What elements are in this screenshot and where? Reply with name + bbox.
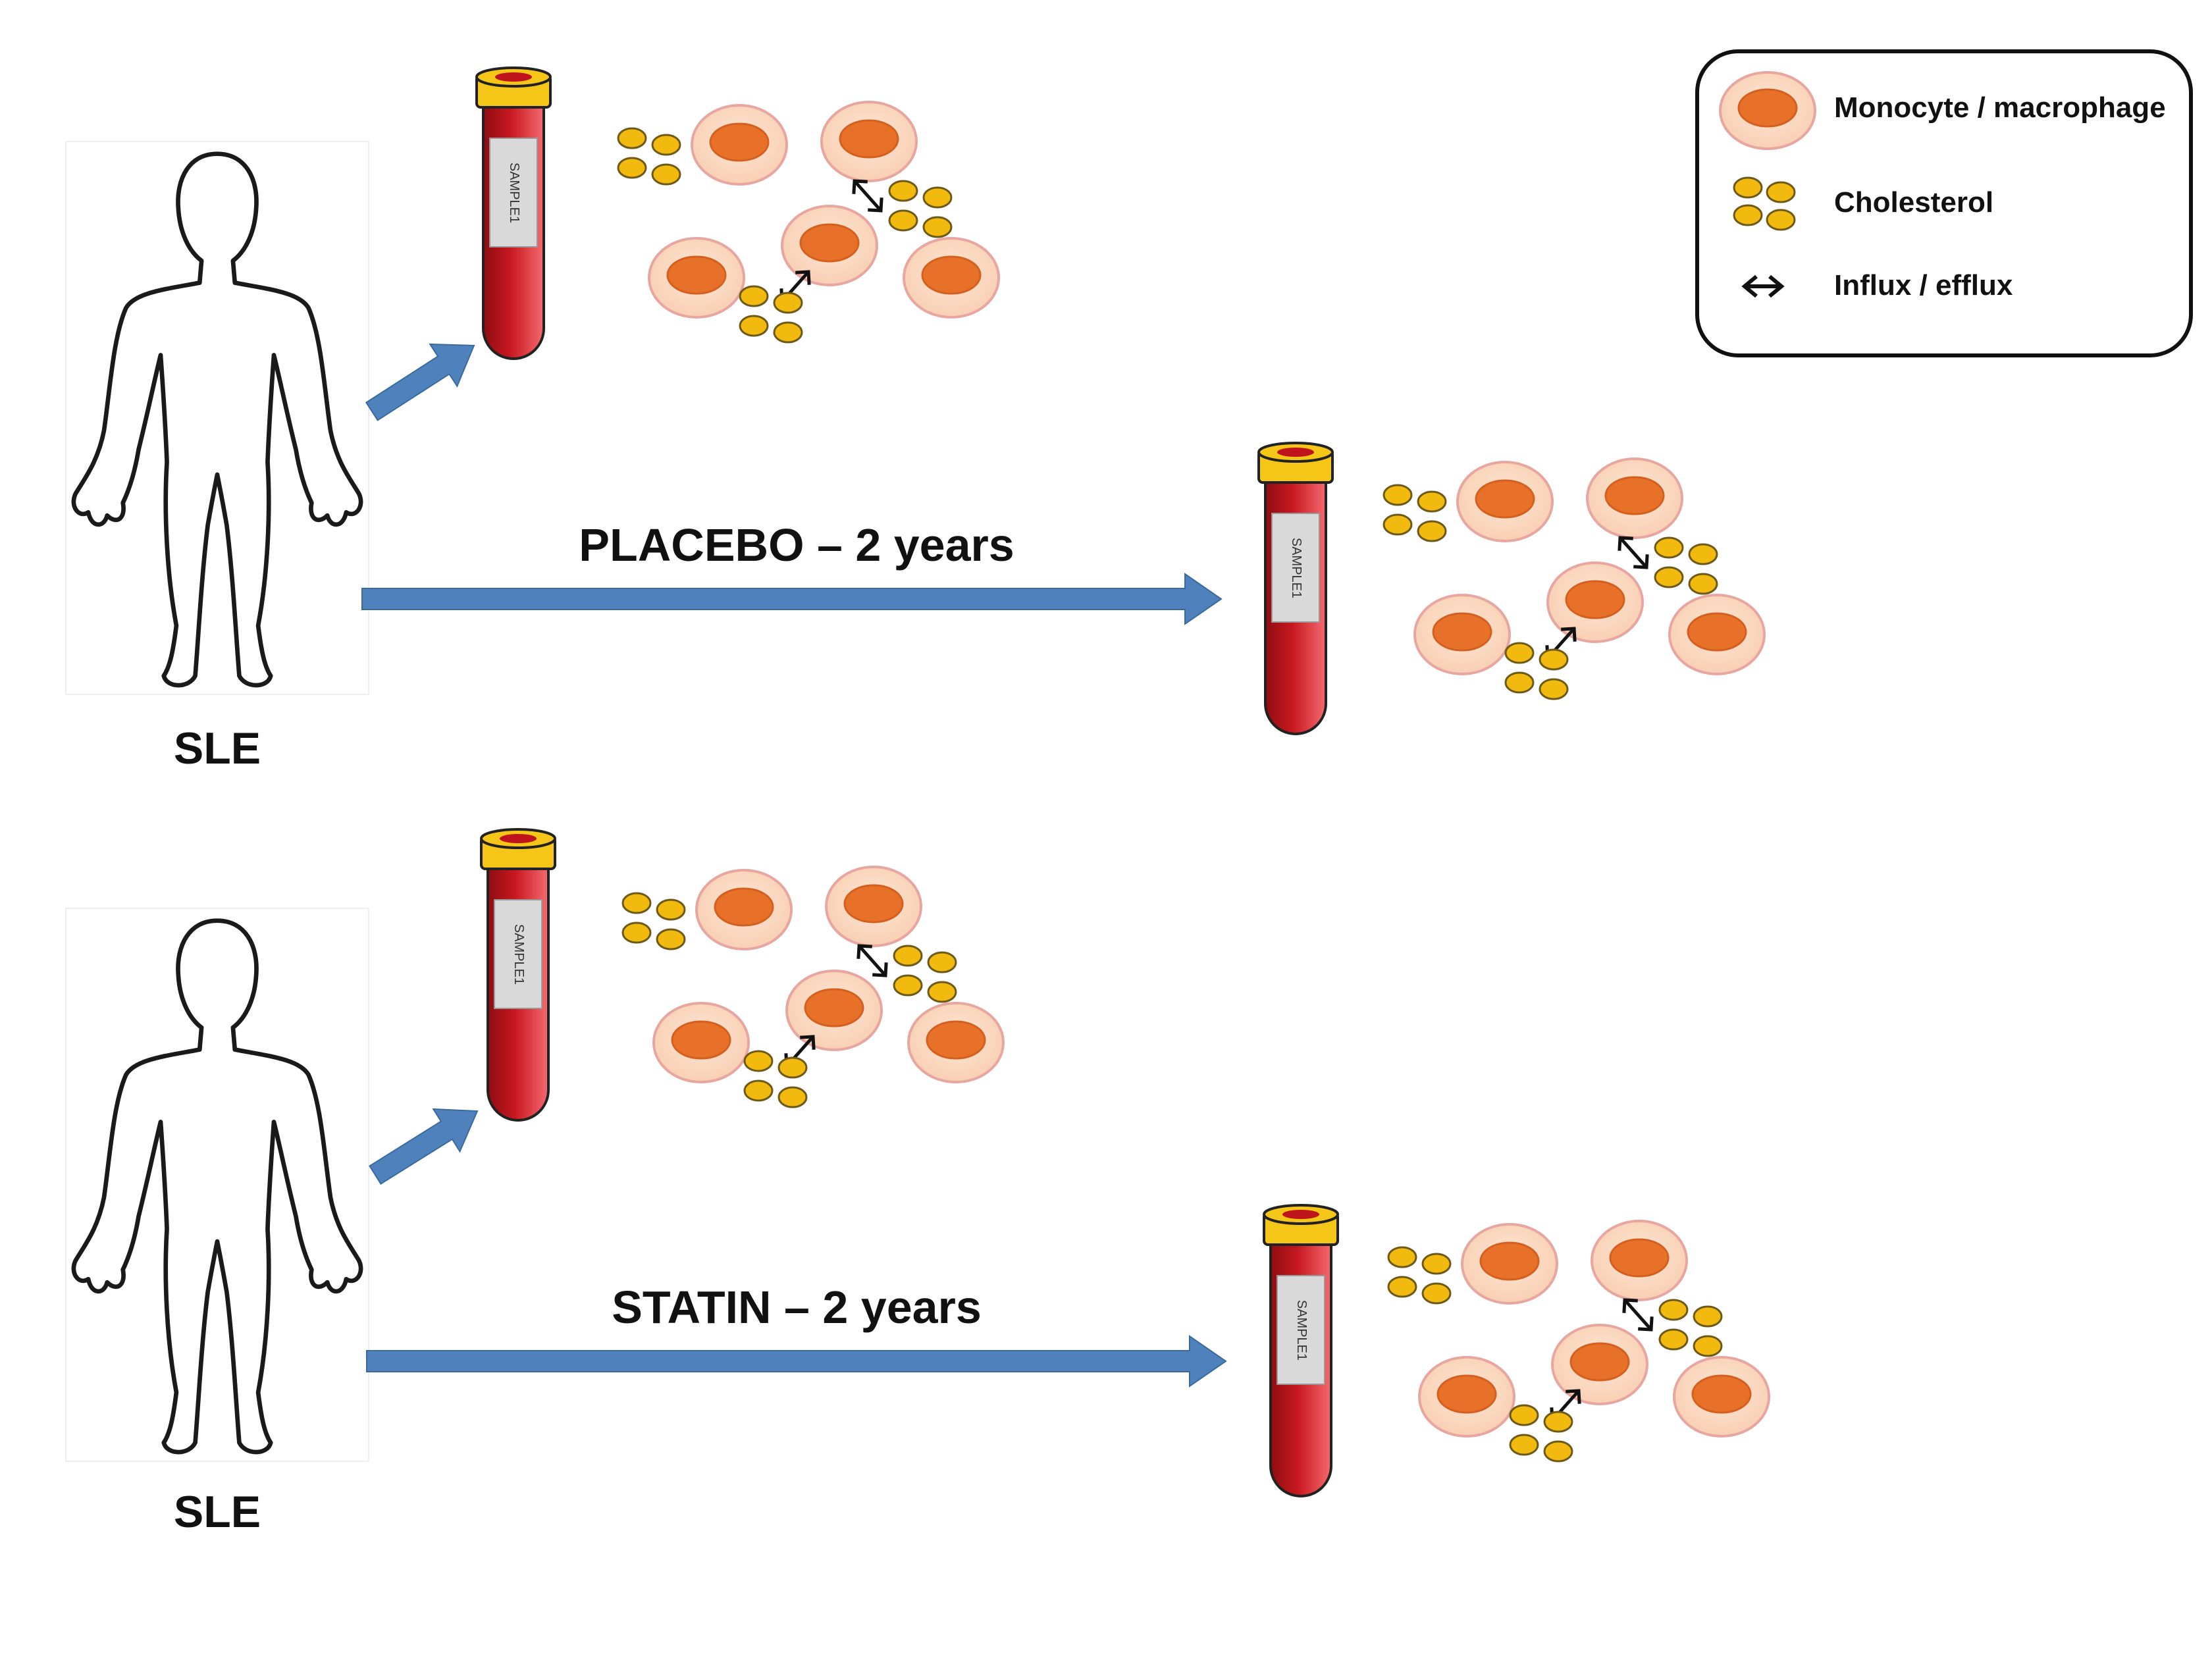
cell-icon: [1586, 457, 1683, 539]
followup-arrow-placebo: [361, 573, 1223, 625]
cholesterol-icon: [893, 945, 957, 1003]
cholesterol-icon: [888, 180, 953, 238]
sample-arrow-1: [365, 343, 475, 421]
sample-arrow-2: [369, 1108, 479, 1185]
cell-icon: [1668, 594, 1766, 675]
patient-figures: [65, 141, 369, 1462]
double-arrow-icon: [1741, 274, 1785, 298]
cholesterol-icon: [1504, 642, 1569, 700]
cell-cluster-followup-placebo: [1382, 457, 1766, 700]
group-label-1: SLE: [174, 723, 261, 773]
double-arrow-icon: [1618, 536, 1649, 569]
cholesterol-icon: [617, 127, 681, 186]
cell-icon: [648, 237, 745, 319]
treatment-label-placebo: PLACEBO – 2 years: [579, 519, 1014, 571]
tube-label: SAMPLE1: [1294, 1300, 1309, 1361]
treatment-label-statin: STATIN – 2 years: [612, 1282, 982, 1333]
cell-icon: [1551, 1324, 1648, 1405]
cell-clusters: [617, 101, 1770, 1463]
cell-icon: [1413, 594, 1511, 675]
legend-label-cell: Monocyte / macrophage: [1834, 91, 2166, 124]
cell-icon: [1719, 71, 1816, 150]
cell-icon: [652, 1002, 750, 1083]
tube-followup-placebo: SAMPLE1: [1257, 442, 1334, 735]
double-arrow-icon: [1622, 1298, 1654, 1332]
cholesterol-icon: [1654, 536, 1718, 595]
cell-icon: [1546, 561, 1644, 643]
cholesterol-icon: [1387, 1246, 1452, 1305]
cholesterol-icon: [1382, 484, 1447, 542]
cholesterol-icon: [1658, 1299, 1723, 1357]
flow-arrows: [361, 343, 1227, 1388]
cell-icon: [785, 970, 883, 1051]
double-arrow-icon: [856, 944, 888, 977]
human-figure-icon: [65, 141, 369, 695]
cell-icon: [820, 101, 918, 182]
cell-icon: [691, 104, 788, 186]
cell-icon: [695, 869, 793, 950]
legend-label-cholesterol: Cholesterol: [1834, 186, 1993, 219]
followup-arrow-statin: [366, 1335, 1227, 1388]
human-figure-icon: [65, 908, 369, 1462]
cholesterol-icon: [1509, 1404, 1573, 1463]
tube-label: SAMPLE1: [512, 924, 526, 985]
cholesterol-icon: [621, 892, 686, 950]
cell-icon: [907, 1002, 1005, 1083]
legend-box: [1695, 49, 2193, 357]
cell-cluster-baseline-2: [621, 866, 1005, 1108]
double-arrow-icon: [852, 179, 883, 213]
cell-icon: [903, 237, 1000, 319]
tube-label: SAMPLE1: [507, 163, 521, 223]
cell-icon: [1673, 1356, 1770, 1438]
tube-baseline-1: SAMPLE1: [475, 66, 552, 360]
tube-label: SAMPLE1: [1289, 538, 1304, 598]
cell-icon: [1456, 461, 1554, 542]
cholesterol-icon: [739, 285, 803, 344]
cholesterol-icon: [743, 1050, 808, 1108]
legend: Monocyte / macrophage Cholesterol Influx…: [1695, 49, 2193, 357]
cell-icon: [1461, 1223, 1558, 1305]
legend-label-influx: Influx / efflux: [1834, 269, 2013, 301]
cell-icon: [1418, 1356, 1515, 1438]
cell-icon: [825, 866, 922, 947]
cell-cluster-baseline-1: [617, 101, 1000, 344]
cell-icon: [1591, 1220, 1688, 1301]
group-label-2: SLE: [174, 1487, 261, 1537]
tube-baseline-2: SAMPLE1: [480, 828, 556, 1122]
cell-cluster-followup-statin: [1387, 1220, 1770, 1463]
cholesterol-icon: [1733, 176, 1796, 231]
tube-followup-statin: SAMPLE1: [1263, 1204, 1339, 1497]
cell-icon: [781, 205, 878, 286]
